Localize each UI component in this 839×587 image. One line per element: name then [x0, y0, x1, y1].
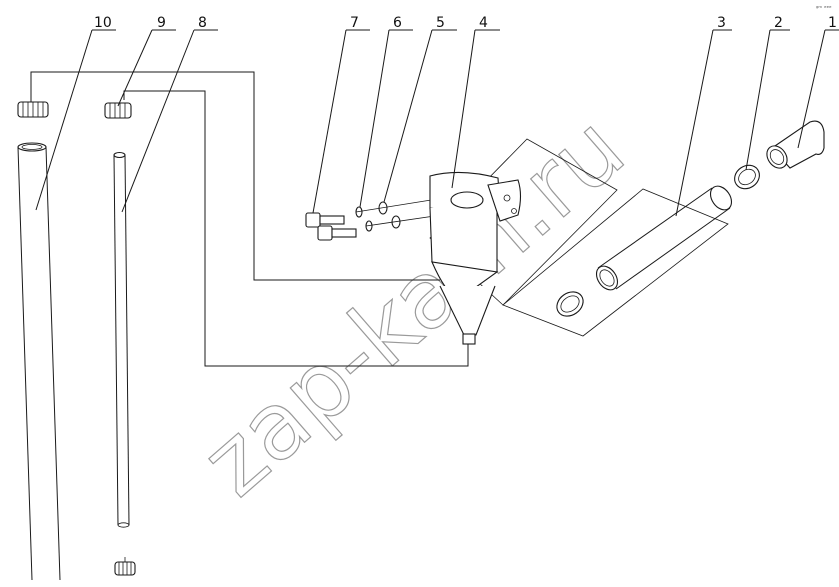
part-7-bolts — [305, 212, 357, 241]
callout-numbers: 1 2 3 4 5 6 7 8 9 10 — [94, 15, 837, 31]
callout-4: 4 — [479, 15, 488, 31]
part-3-pipe — [595, 185, 733, 291]
corner-mark: ᵍᵐ ᵉᵉᵉ — [816, 5, 832, 12]
callout-7: 7 — [350, 15, 359, 31]
callout-2: 2 — [774, 15, 783, 31]
part-9-clamp-nut — [104, 102, 132, 119]
callout-6: 6 — [393, 15, 402, 31]
callout-9: 9 — [157, 15, 166, 31]
part-2-clamp-ring — [734, 164, 760, 190]
part-clamp-bottom — [114, 557, 136, 576]
callout-3: 3 — [717, 15, 726, 31]
callout-8: 8 — [198, 15, 207, 31]
part-clamp-pipe-lower — [556, 291, 584, 317]
part-8-tube — [113, 151, 130, 528]
part-5-washers — [378, 201, 401, 229]
part-4-funnel-housing — [429, 171, 522, 345]
callout-1: 1 — [828, 15, 837, 31]
leader-lines — [35, 29, 839, 217]
part-6-washers — [355, 206, 373, 232]
callout-5: 5 — [436, 15, 445, 31]
part-1-bent-pipe — [766, 120, 825, 169]
callout-10: 10 — [94, 15, 112, 31]
part-10-long-tube — [17, 142, 61, 581]
part-clamp-nut-top-left — [17, 101, 49, 118]
